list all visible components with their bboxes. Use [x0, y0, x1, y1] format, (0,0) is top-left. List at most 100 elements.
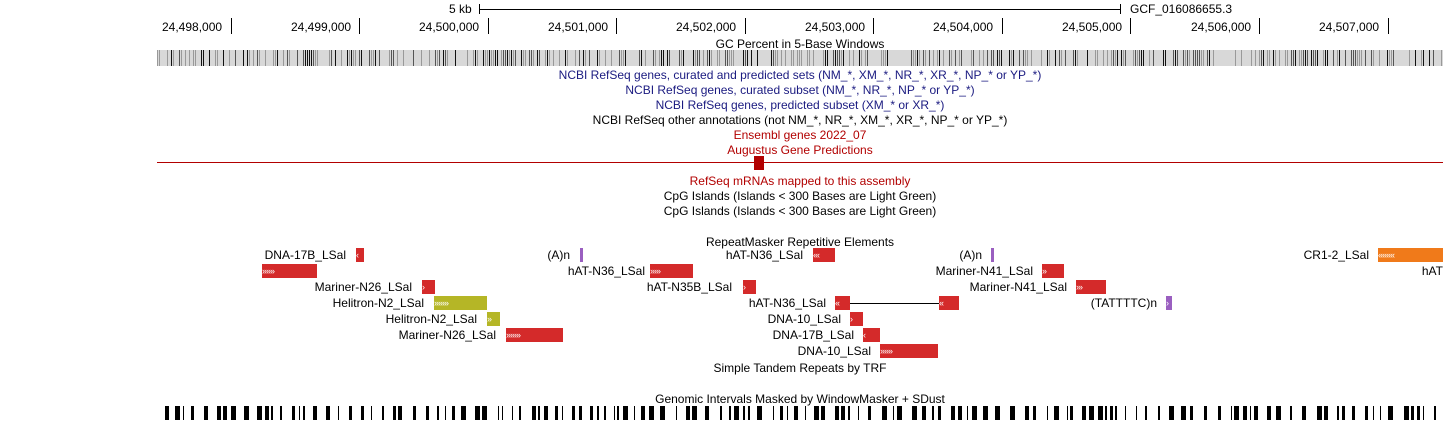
gc-percent-bar — [589, 50, 590, 66]
repeat-element[interactable] — [991, 248, 994, 262]
gc-percent-track[interactable] — [157, 50, 1443, 66]
track-title-refseq-curated[interactable]: NCBI RefSeq genes, curated subset (NM_*,… — [625, 83, 975, 97]
repeat-element[interactable]: ››››››› — [506, 328, 563, 342]
repeat-label[interactable]: Mariner-N26_LSal — [314, 280, 412, 294]
masked-interval — [338, 406, 339, 420]
scale-label: 5 kb — [449, 2, 472, 16]
gc-percent-bar — [1293, 50, 1294, 66]
repeat-label[interactable]: (TATTTTC)n — [1090, 296, 1157, 310]
repeat-element[interactable]: ›› — [487, 312, 500, 326]
track-title-refseq-mrnas[interactable]: RefSeq mRNAs mapped to this assembly — [689, 174, 911, 188]
repeat-element[interactable]: ››››› — [650, 264, 693, 278]
masked-interval — [692, 406, 697, 420]
repeat-element[interactable]: ››› — [1076, 280, 1106, 294]
repeat-element[interactable] — [580, 248, 583, 262]
repeat-element[interactable]: › — [1166, 296, 1172, 310]
track-title-trf[interactable]: Simple Tandem Repeats by TRF — [713, 361, 887, 375]
repeat-label[interactable]: CR1-2_LSal — [1303, 248, 1369, 262]
gc-percent-bar — [1313, 50, 1314, 66]
gc-percent-bar — [1087, 50, 1088, 66]
repeat-label[interactable]: DNA-17B_LSal — [772, 328, 854, 342]
repeat-element[interactable]: › — [850, 312, 863, 326]
gc-percent-bar — [1267, 50, 1268, 66]
masked-interval — [1158, 406, 1160, 420]
gc-percent-bar — [275, 50, 276, 66]
repeat-element[interactable]: › — [422, 280, 435, 294]
masked-interval — [1136, 406, 1137, 420]
repeat-element[interactable]: ›››››› — [880, 344, 938, 358]
gc-percent-bar — [987, 50, 988, 66]
track-title-cpg-islands[interactable]: CpG Islands (Islands < 300 Bases are Lig… — [663, 189, 937, 203]
masked-interval — [951, 406, 955, 420]
repeat-label[interactable]: Helitron-N2_LSal — [332, 296, 424, 310]
gc-percent-bar — [1055, 50, 1056, 66]
repeat-label[interactable]: Mariner-N41_LSal — [935, 264, 1033, 278]
augustus-exon[interactable] — [754, 156, 764, 170]
gc-percent-bar — [961, 50, 962, 66]
repeat-element[interactable]: ‹ — [863, 328, 880, 342]
repeat-label[interactable]: Mariner-N41_LSal — [969, 280, 1067, 294]
track-title-windowmasker[interactable]: Genomic Intervals Masked by WindowMasker… — [655, 392, 945, 406]
gc-percent-bar — [707, 50, 708, 66]
track-title-repeatmasker[interactable]: RepeatMasker Repetitive Elements — [705, 235, 895, 249]
track-title-ensembl[interactable]: Ensembl genes 2022_07 — [733, 128, 867, 142]
masked-interval — [1010, 406, 1015, 420]
repeat-element[interactable]: ‹‹‹ — [813, 248, 835, 262]
gc-percent-bar — [547, 50, 548, 66]
track-title-refseq-all[interactable]: NCBI RefSeq genes, curated and predicted… — [558, 68, 1042, 82]
gc-percent-bar — [1365, 50, 1366, 66]
repeat-label[interactable]: Helitron-N2_LSal — [385, 312, 477, 326]
gc-percent-bar — [1345, 50, 1346, 66]
coordinate-tick — [873, 18, 874, 34]
repeat-label[interactable]: DNA-10_LSal — [797, 344, 871, 358]
repeat-label[interactable]: hAT-N36_LSal — [748, 296, 826, 310]
gc-percent-bar — [1153, 50, 1154, 66]
gc-percent-bar — [1333, 50, 1334, 66]
gc-percent-bar — [1195, 50, 1196, 66]
repeat-label[interactable]: hAT — [1421, 264, 1443, 278]
gc-percent-bar — [849, 50, 850, 66]
repeat-element[interactable]: ‹‹ — [939, 296, 959, 310]
repeat-element[interactable]: ›› — [1042, 264, 1064, 278]
gc-percent-bar — [1269, 50, 1270, 66]
gc-percent-bar — [351, 50, 352, 66]
track-title-refseq-other[interactable]: NCBI RefSeq other annotations (not NM_*,… — [592, 113, 1008, 127]
repeat-element[interactable]: › — [743, 280, 756, 294]
repeat-element[interactable]: ››››››› — [434, 296, 487, 310]
gc-percent-bar — [315, 50, 316, 66]
gc-percent-bar — [979, 50, 980, 66]
gc-percent-bar — [553, 50, 554, 66]
repeat-element[interactable]: ‹‹‹‹‹‹‹‹ — [1378, 248, 1443, 262]
repeat-label[interactable]: hAT-N36_LSal — [725, 248, 803, 262]
track-title-augustus[interactable]: Augustus Gene Predictions — [727, 143, 873, 157]
repeat-label[interactable]: (A)n — [547, 248, 570, 262]
masked-interval — [519, 406, 521, 420]
masked-interval — [1337, 406, 1339, 420]
gc-percent-bar — [1303, 50, 1304, 66]
masked-interval — [1025, 406, 1029, 420]
gc-percent-bar — [925, 50, 926, 66]
repeat-element[interactable]: ›››››› — [262, 264, 317, 278]
masked-interval — [848, 406, 850, 420]
augustus-gene-line[interactable] — [157, 162, 1443, 163]
repeat-label[interactable]: hAT-N36_LSal — [567, 264, 645, 278]
repeat-element[interactable]: ‹ — [356, 248, 364, 262]
gc-percent-bar — [1285, 50, 1286, 66]
masked-interval — [814, 406, 819, 420]
repeat-label[interactable]: hAT-N35B_LSal — [646, 280, 732, 294]
repeat-label[interactable]: (A)n — [959, 248, 982, 262]
gc-percent-bar — [1197, 50, 1198, 66]
gc-percent-bar — [823, 50, 824, 66]
gc-percent-bar — [833, 50, 834, 66]
repeat-label[interactable]: DNA-10_LSal — [767, 312, 841, 326]
repeat-label[interactable]: Mariner-N26_LSal — [398, 328, 496, 342]
track-title-refseq-predicted[interactable]: NCBI RefSeq genes, predicted subset (XM_… — [655, 98, 945, 112]
gc-percent-bar — [771, 50, 772, 66]
gc-percent-bar — [549, 50, 550, 66]
gc-percent-bar — [717, 50, 718, 66]
track-title-cpg-islands[interactable]: CpG Islands (Islands < 300 Bases are Lig… — [663, 204, 937, 218]
repeat-element[interactable]: ‹‹ — [835, 296, 850, 310]
track-title-gc-percent[interactable]: GC Percent in 5-Base Windows — [715, 37, 885, 51]
windowmasker-track[interactable] — [157, 406, 1443, 420]
repeat-label[interactable]: DNA-17B_LSal — [264, 248, 346, 262]
